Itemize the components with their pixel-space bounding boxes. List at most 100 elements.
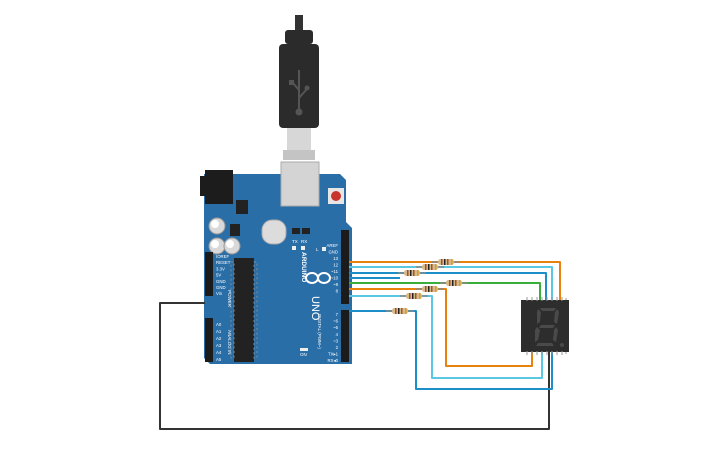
power-pin-label: 5V [216, 273, 221, 278]
arduino-brand: ARDUINO [300, 252, 307, 282]
resistor-band [419, 293, 421, 299]
resistor-band [435, 264, 437, 270]
on-led [300, 348, 308, 351]
reset-button[interactable] [331, 191, 341, 201]
resistor[interactable] [416, 286, 444, 292]
usb-cable-cord [295, 15, 303, 35]
resistor-band [447, 259, 449, 265]
usb-b-socket [280, 161, 320, 207]
on-led-label: ON [300, 352, 307, 357]
resistors [386, 259, 468, 314]
power-pin-label: Vin [216, 291, 223, 296]
digital-pin-label: 12 [333, 263, 338, 268]
digital-pin-label: ~11 [331, 269, 339, 274]
power-pin-label: GND [216, 279, 226, 284]
voltage-regulator [236, 200, 248, 214]
digital-pin-label: GND [328, 250, 338, 255]
resistor-band [395, 308, 397, 314]
digital-pin-label: 7 [336, 312, 339, 317]
display-segments [535, 308, 564, 347]
capacitor [223, 237, 241, 255]
resistor-band [410, 270, 412, 276]
arduino-board[interactable]: ARDUINO UNO TX RX L ON IOREFRESET3.3V5VG… [200, 161, 352, 364]
resistor-band [401, 308, 403, 314]
l-led [322, 247, 326, 251]
digital-pin-label: 2 [336, 345, 339, 350]
analog-pin-label: A3 [216, 343, 222, 348]
segment-dp [560, 343, 564, 347]
digital-pin-label: AREF [327, 243, 339, 248]
resistor-band [452, 280, 454, 286]
display-pins-bottom [525, 351, 567, 355]
wire-pin9[interactable] [349, 288, 533, 367]
power-section-title: POWER [227, 290, 232, 308]
arduino-logo [305, 272, 331, 284]
usb-symbol-icon [289, 70, 310, 116]
smd-part [292, 228, 300, 234]
power-pin-label: RESET [216, 260, 231, 265]
wires [159, 261, 561, 430]
tx-led-label: TX [292, 239, 298, 244]
resistor[interactable] [398, 270, 426, 276]
digital-pin-label: ~3 [333, 338, 339, 343]
resistor[interactable] [416, 264, 444, 270]
resistor-band [444, 259, 446, 265]
resistor-band [449, 280, 451, 286]
atmega-chip [234, 258, 254, 362]
analog-pin-label: A4 [216, 350, 222, 355]
display-digit: 8 [528, 342, 533, 351]
segment-f [537, 309, 541, 324]
resistor-band [398, 308, 400, 314]
digital-header-bottom[interactable] [341, 310, 349, 362]
resistor-band [435, 286, 437, 292]
usb-connector-base [283, 150, 315, 160]
crystal-oscillator [261, 219, 287, 245]
usb-cable[interactable] [279, 15, 319, 160]
wire-gnd[interactable] [159, 302, 550, 430]
segment-g [539, 325, 555, 328]
digital-pin-label: 8 [336, 289, 339, 294]
resistor-band [413, 270, 415, 276]
resistor-band [455, 280, 457, 286]
digital-header-top[interactable] [341, 230, 349, 304]
resistor[interactable] [432, 259, 460, 265]
segment-a [540, 308, 556, 311]
digital-pin-label: ~10 [331, 276, 339, 281]
dc-power-jack-lip [200, 176, 210, 196]
analog-header[interactable] [205, 318, 213, 362]
display-pins-top [525, 297, 567, 301]
board-model: UNO [309, 296, 321, 321]
resistor-band [431, 264, 433, 270]
small-chip [230, 224, 240, 236]
l-led-label: L [316, 247, 319, 252]
resistor-band [417, 270, 419, 276]
resistor-band [428, 286, 430, 292]
analog-pin-label: A1 [216, 329, 222, 334]
resistor[interactable] [386, 308, 414, 314]
segment-d [536, 343, 554, 346]
seven-segment-display[interactable]: 8 [521, 297, 569, 355]
resistor-band [409, 293, 411, 299]
digital-pin-label: ~5 [333, 325, 339, 330]
digital-pin-label: TX▸1 [328, 352, 339, 357]
resistor[interactable] [440, 280, 468, 286]
capacitor [208, 237, 226, 255]
digital-pin-label: ~9 [333, 282, 339, 287]
resistor-band [415, 293, 417, 299]
analog-pin-label: A2 [216, 336, 222, 341]
tx-led [292, 246, 296, 250]
analog-pin-label: A5 [216, 357, 222, 362]
power-header[interactable] [205, 252, 213, 296]
digital-pin-label: ~6 [333, 319, 339, 324]
digital-pin-label: 4 [336, 332, 339, 337]
power-pin-label: 3.3V [216, 266, 225, 271]
resistor-band [441, 259, 443, 265]
usb-connector-metal [287, 128, 311, 150]
wire-pin10[interactable] [349, 282, 541, 300]
resistor-band [431, 286, 433, 292]
resistor[interactable] [400, 293, 428, 299]
